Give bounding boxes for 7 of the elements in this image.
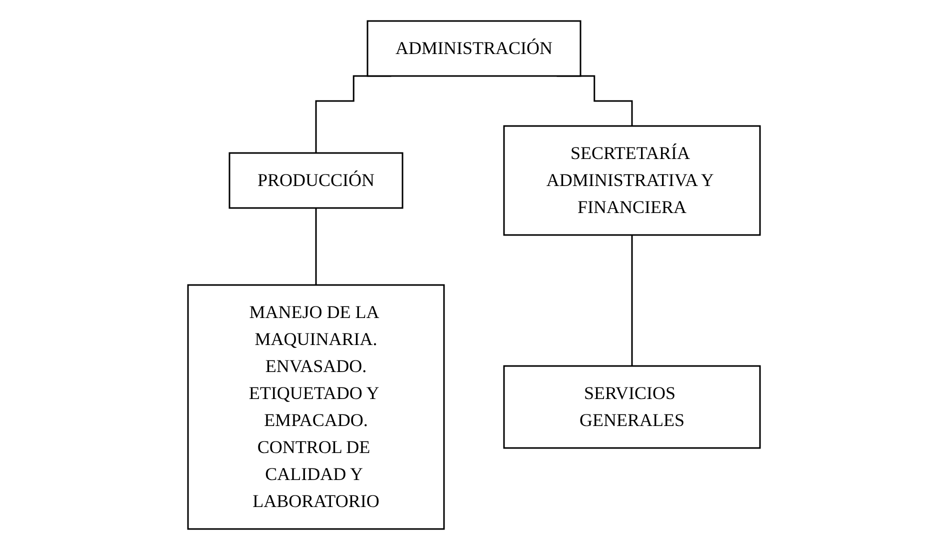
node-box: ADMINISTRACIÓN <box>366 20 582 77</box>
connector <box>315 207 317 286</box>
node-box: SERVICIOS GENERALES <box>503 365 761 449</box>
node-box: MANEJO DE LA MAQUINARIA. ENVASADO. ETIQUETADO Y EMPACADO. CONTROL DE CALIDAD Y LABORATORIO <box>187 284 445 530</box>
node-box: PRODUCCIÓN <box>228 152 404 209</box>
connector <box>631 234 633 367</box>
node-box: SECRTETARÍA ADMINISTRATIVA Y FINANCIERA <box>503 125 761 236</box>
